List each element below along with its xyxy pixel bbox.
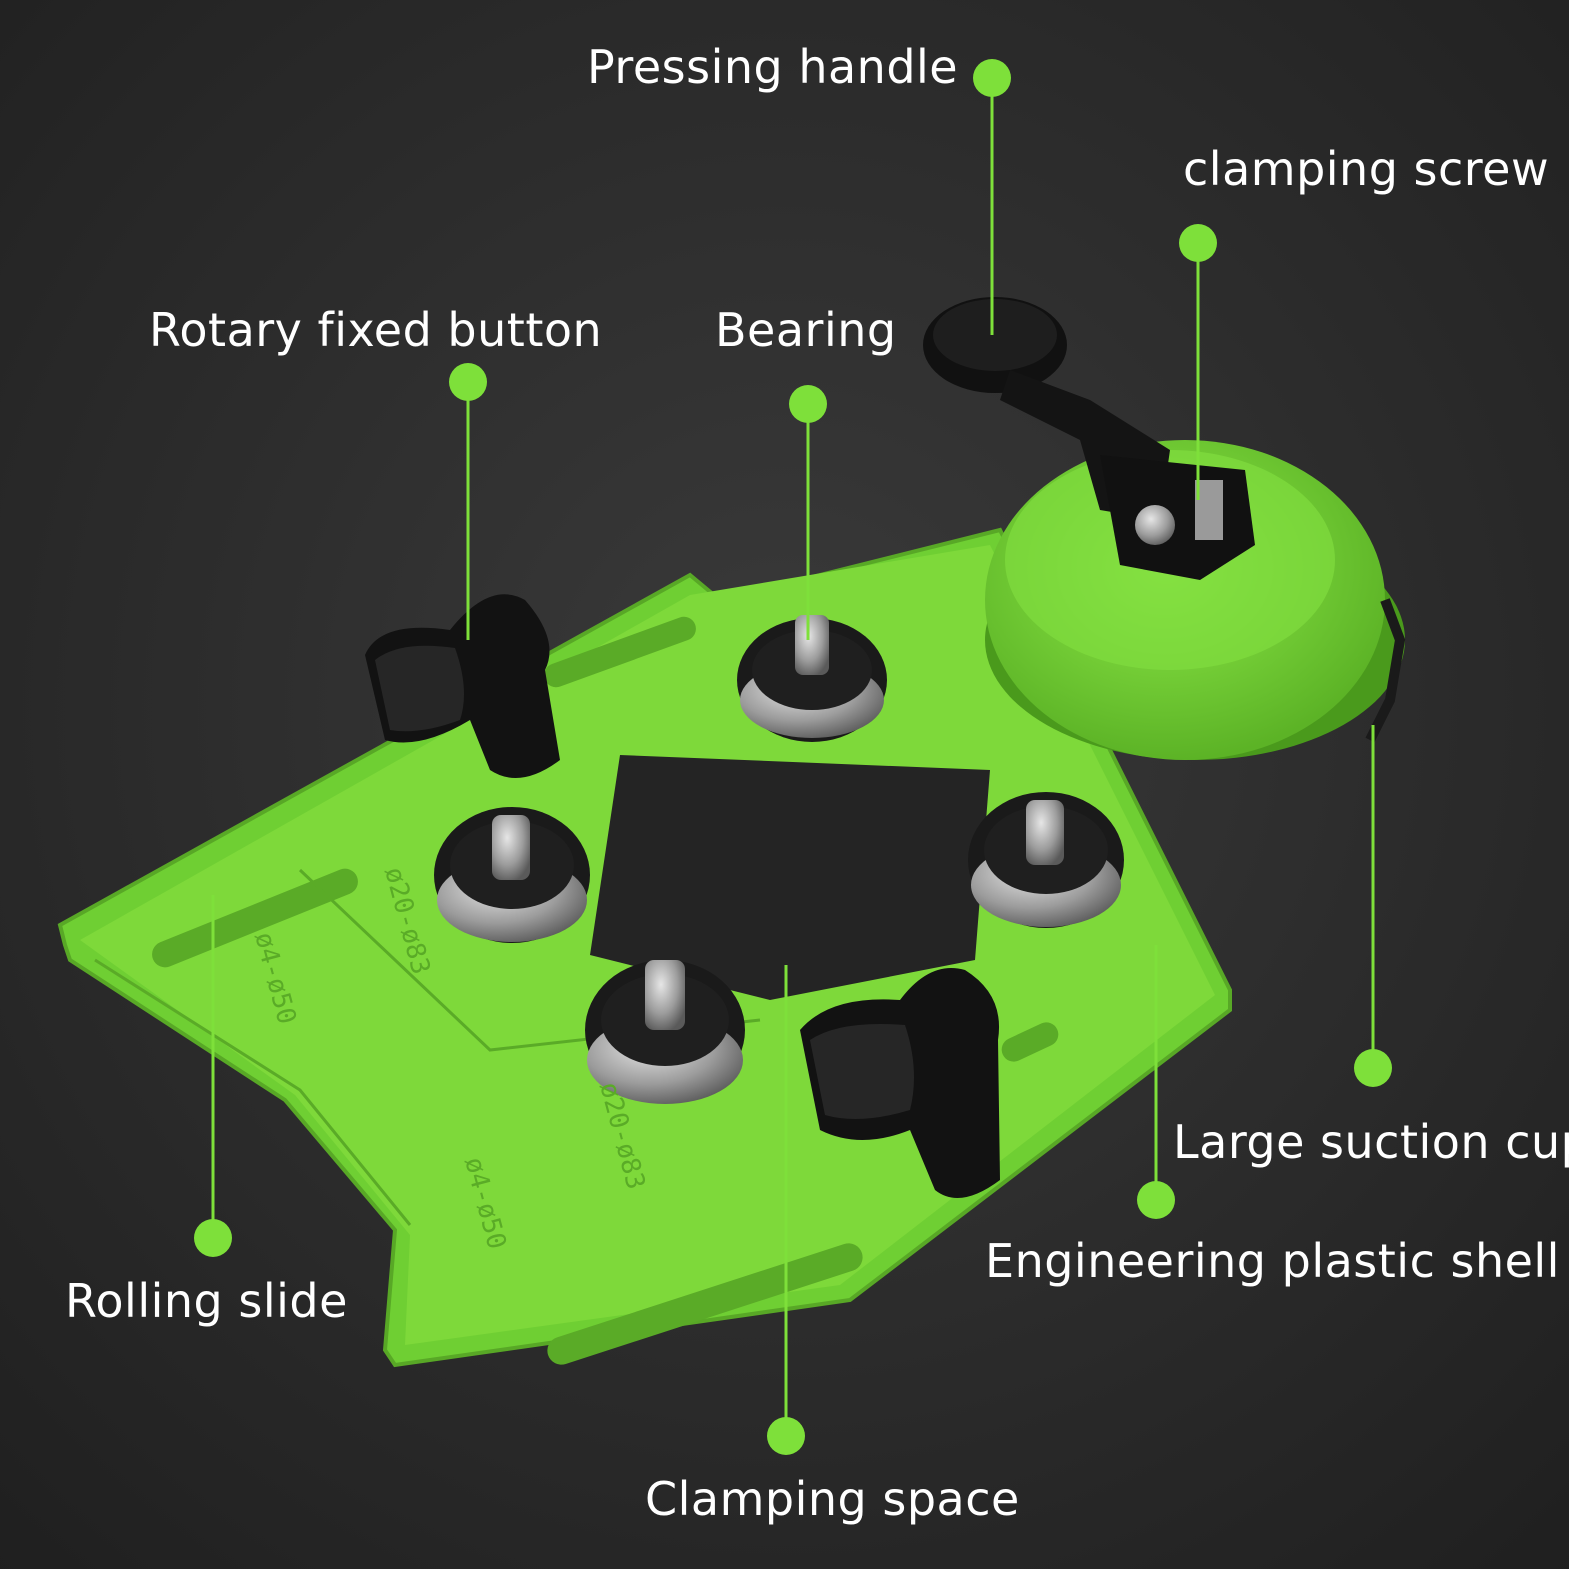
label-clamping-screw: clamping screw — [1183, 142, 1550, 196]
label-pressing-handle: Pressing handle — [587, 40, 959, 94]
rotary-knob-lower — [800, 968, 1000, 1198]
pressing-handle — [923, 297, 1255, 580]
slide-slot — [544, 616, 696, 688]
bearing-right — [968, 792, 1124, 928]
marker-dot-rotary-fixed-button — [449, 363, 487, 401]
label-clamping-space: Clamping space — [645, 1472, 1020, 1526]
marker-dot-large-suction-cup — [1354, 1049, 1392, 1087]
label-rotary-fixed-button: Rotary fixed button — [149, 303, 603, 357]
bearing-top — [737, 615, 887, 742]
label-bearing: Bearing — [715, 303, 897, 357]
label-rolling-slide: Rolling slide — [65, 1274, 348, 1328]
label-large-suction-cup: Large suction cup — [1173, 1115, 1569, 1169]
marker-dot-pressing-handle — [973, 59, 1011, 97]
marker-dot-clamping-space — [767, 1417, 805, 1455]
bearing-left — [434, 807, 590, 943]
rotary-knob-upper — [365, 594, 560, 778]
slide-slot — [1001, 1022, 1059, 1062]
marker-dot-bearing — [789, 385, 827, 423]
clamping-space-window — [590, 755, 990, 1000]
marker-dot-engineering-plastic-shell — [1137, 1181, 1175, 1219]
large-suction-cup — [985, 440, 1406, 760]
clamping-screw-head — [1135, 505, 1175, 545]
label-engineering-plastic-shell: Engineering plastic shell — [985, 1234, 1560, 1288]
slide-slot — [547, 1243, 863, 1365]
marker-dot-rolling-slide — [194, 1219, 232, 1257]
slide-slot — [152, 868, 358, 968]
marker-dot-clamping-screw — [1179, 224, 1217, 262]
bearing-bottom — [585, 960, 745, 1104]
